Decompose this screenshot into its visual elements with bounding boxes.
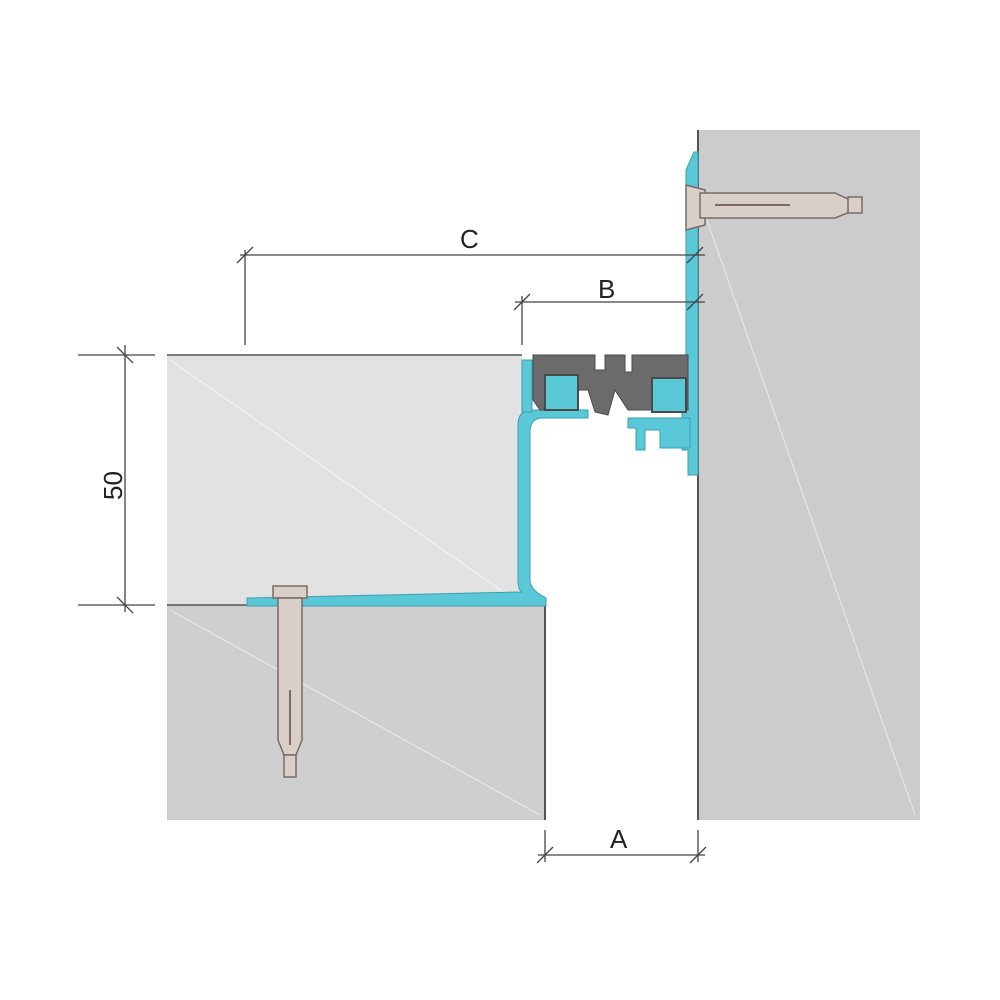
dimension-height-tick-bottom [116,596,134,614]
dimension-b-tick-right [686,293,704,311]
dimension-c-tick-left [236,246,254,264]
insert-clip-left [544,374,579,411]
insert-hook-right [627,417,691,451]
wall-block [698,130,920,820]
dimension-c: C [236,224,705,345]
dimension-height: 50 [78,345,155,614]
floor-anchor-head [272,585,308,599]
dimension-height-label: 50 [98,471,128,500]
dimension-a-tick-right [689,846,707,864]
screed-hatch-line [169,359,516,601]
floor-anchor-tip [283,754,297,778]
aluminium-profile-upright [521,359,533,413]
concrete-hatch-line [169,609,541,816]
aluminium-floor-profile [246,409,589,607]
dimension-b: B [513,274,705,345]
dimension-c-tick-right [686,246,704,264]
wall-anchor-nut [847,196,863,214]
dimension-b-label: B [598,274,615,304]
wall-anchor-bolt [685,184,863,231]
dimension-b-tick-left [513,293,531,311]
insert-clip-right [651,377,687,413]
wall-hatch-line [699,199,916,816]
dimension-a: A [536,824,707,864]
dimension-a-tick-left [536,846,554,864]
floor-anchor-bolt [272,585,308,778]
dimension-c-label: C [460,224,479,254]
dimension-a-label: A [610,824,628,854]
dimension-height-tick-top [116,346,134,364]
